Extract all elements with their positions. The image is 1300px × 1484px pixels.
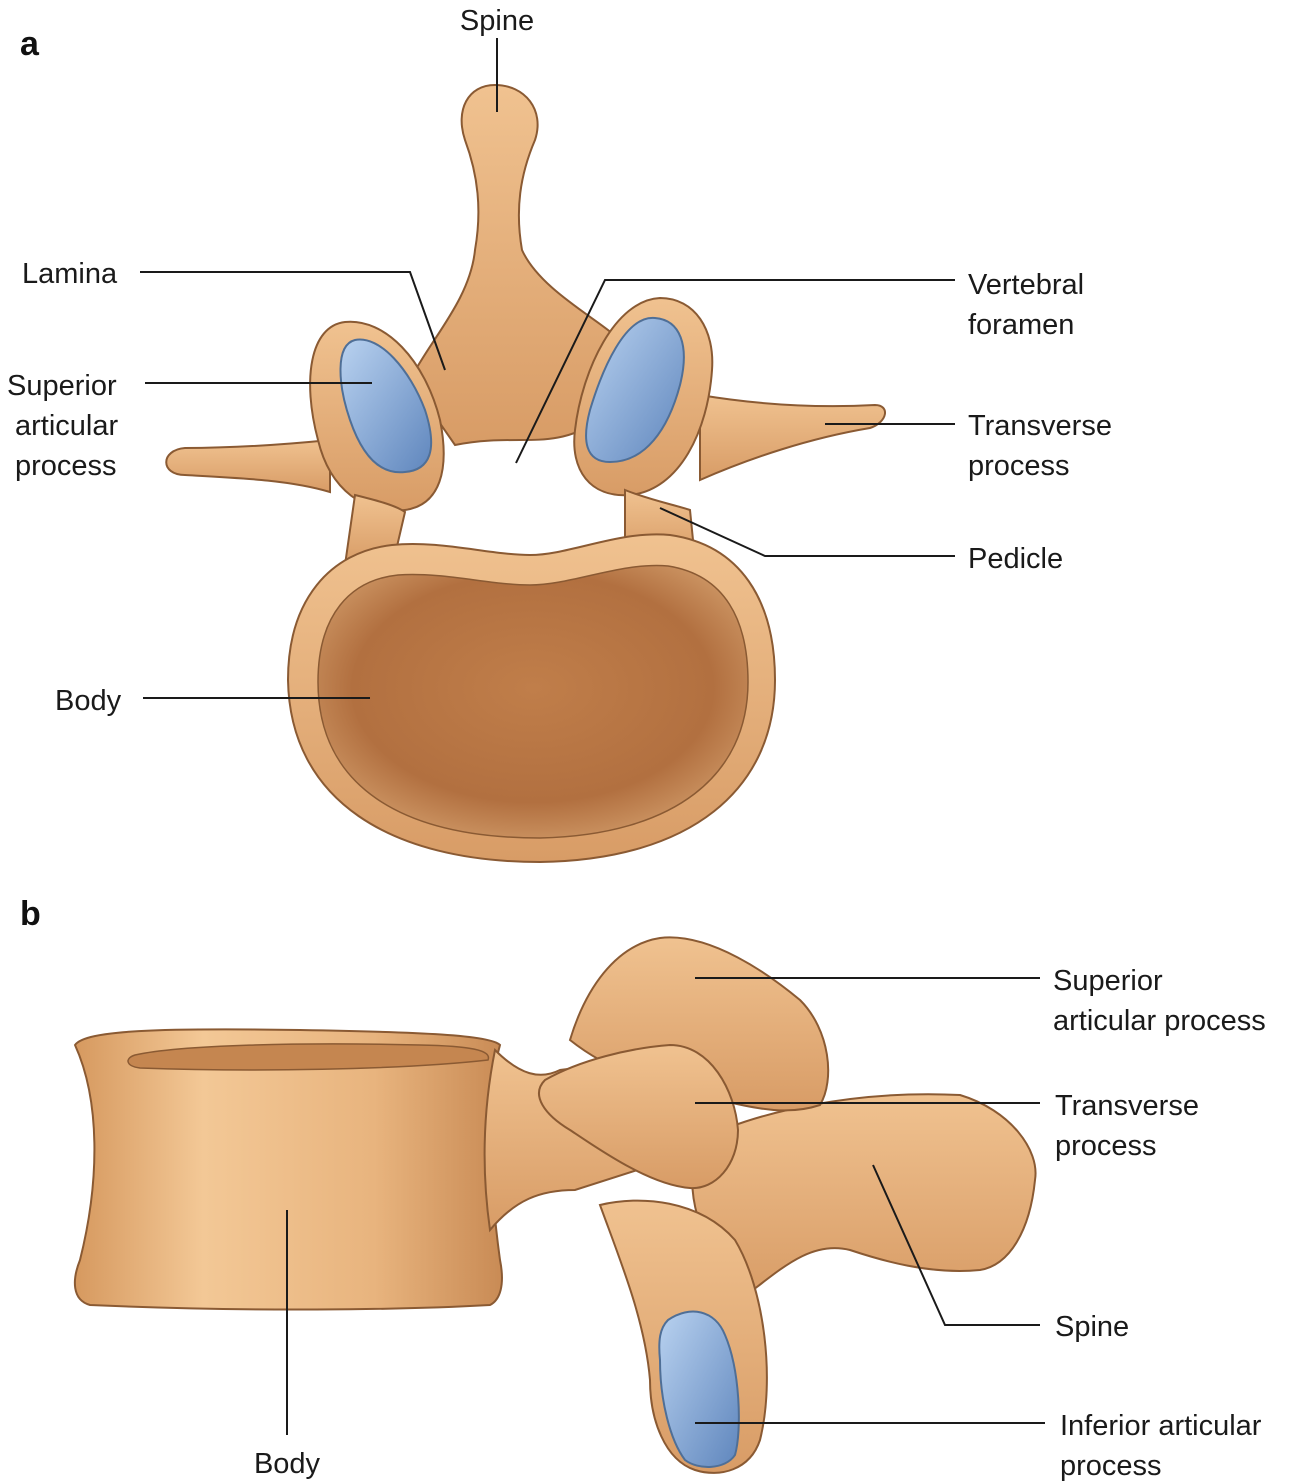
label-b-inferior-articular-1: Inferior articular [1060,1410,1262,1442]
label-b-transverse-1: Transverse [1055,1090,1199,1122]
panel-b-letter: b [20,895,41,933]
panel-a-letter: a [20,25,40,63]
label-a-superior-articular-2: articular [15,410,118,442]
label-a-transverse-2: process [968,450,1070,482]
label-a-spine: Spine [460,5,534,37]
panel-a: a Spine Lamina Superior articular proces… [7,5,1112,864]
label-b-superior-articular-1: Superior [1053,965,1163,997]
label-a-transverse-1: Transverse [968,410,1112,442]
lateral-transverse-shape [538,1043,740,1190]
label-a-pedicle: Pedicle [968,543,1063,575]
left-superior-facet [339,338,433,474]
vertebral-body-endplate [317,564,749,839]
left-transverse-process-shape [165,438,331,494]
leader-a-pedicle [659,507,955,557]
label-a-superior-articular-3: process [15,450,117,482]
right-transverse-process-shape [699,393,886,482]
label-a-body: Body [55,685,122,717]
label-a-vertebral-foramen-1: Vertebral [968,269,1084,301]
lateral-inferior-facet [658,1310,740,1468]
label-a-lamina: Lamina [22,258,118,290]
label-b-spine: Spine [1055,1311,1129,1343]
label-b-superior-articular-2: articular process [1053,1005,1266,1037]
leader-a-lamina [140,271,446,371]
label-b-transverse-2: process [1055,1130,1157,1162]
panel-b: b Superior articular process Transverse … [20,895,1266,1482]
leader-a-vertebral-foramen [515,279,955,464]
label-a-vertebral-foramen-2: foramen [968,309,1074,341]
leader-b-spine [872,1164,1040,1326]
label-b-body: Body [254,1448,321,1480]
label-a-superior-articular-1: Superior [7,370,117,402]
right-superior-facet [585,316,685,464]
label-b-inferior-articular-2: process [1060,1450,1162,1482]
lateral-body-top-rim [127,1043,490,1071]
lateral-body-shape [73,1028,503,1311]
